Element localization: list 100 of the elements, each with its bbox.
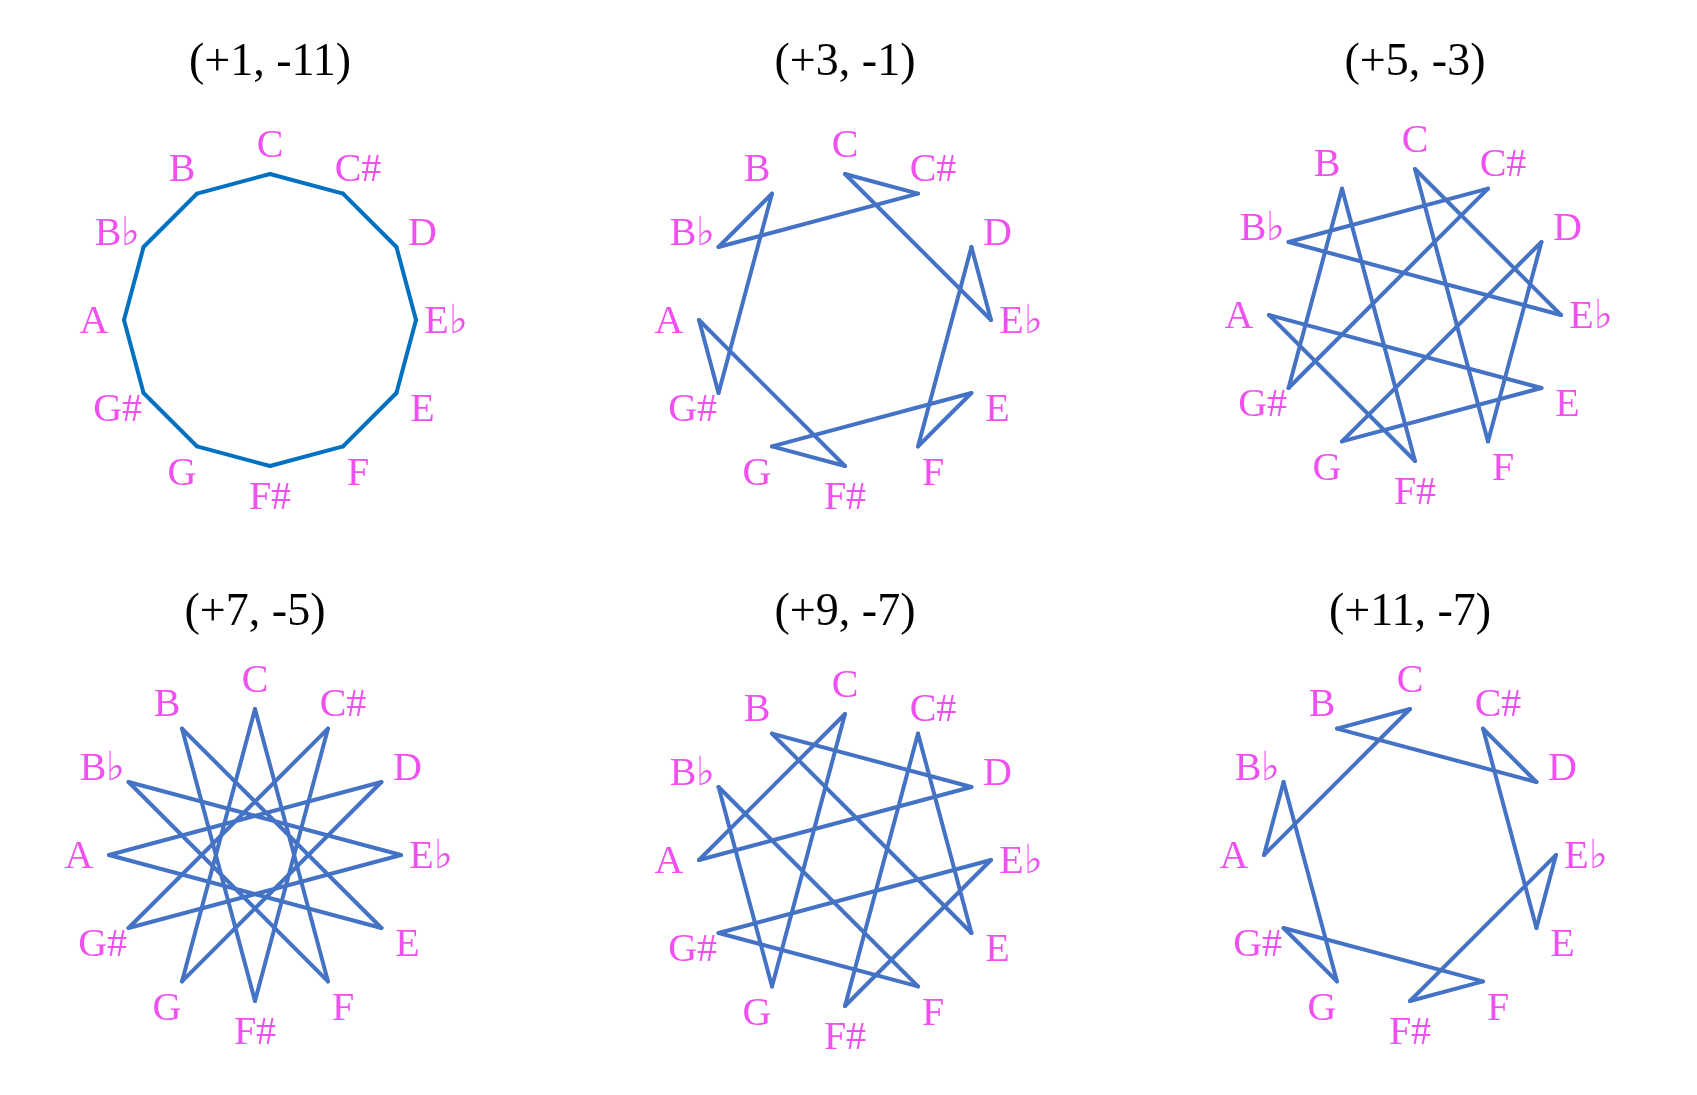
chord-line bbox=[394, 318, 418, 395]
note-label: C bbox=[1401, 119, 1429, 159]
note-label: G bbox=[167, 452, 197, 493]
chord-line bbox=[843, 731, 920, 1008]
note-label: F# bbox=[233, 1011, 277, 1051]
note-label: E♭ bbox=[409, 835, 453, 875]
note-label: A bbox=[654, 840, 684, 880]
note-label: B bbox=[1308, 682, 1336, 723]
chord-line bbox=[195, 172, 272, 196]
note-label: G bbox=[1307, 987, 1337, 1028]
note-label: E bbox=[395, 923, 420, 963]
chord-line bbox=[1262, 707, 1412, 857]
note-label: F# bbox=[823, 1016, 867, 1056]
note-label: G# bbox=[668, 388, 717, 428]
panel-title: (+11, -7) bbox=[1328, 587, 1492, 633]
chord-line bbox=[770, 391, 974, 449]
note-label: C bbox=[241, 659, 269, 699]
chord-line bbox=[195, 444, 272, 468]
chord-line bbox=[770, 444, 847, 468]
note-label: G# bbox=[1238, 383, 1287, 423]
note-label: F bbox=[1491, 447, 1515, 488]
note-label: D bbox=[982, 752, 1012, 792]
note-label: B bbox=[743, 147, 771, 188]
chord-line bbox=[122, 245, 146, 322]
chord-line bbox=[1335, 707, 1412, 731]
note-label: B♭ bbox=[1234, 747, 1281, 787]
note-label: B♭ bbox=[94, 212, 141, 252]
note-label: B bbox=[1313, 142, 1341, 183]
chord-line bbox=[341, 391, 399, 449]
chord-line bbox=[1481, 726, 1539, 930]
chord-line bbox=[1281, 780, 1339, 984]
note-label: E♭ bbox=[1569, 295, 1613, 335]
chord-line bbox=[1534, 853, 1558, 930]
note-label: D bbox=[982, 212, 1012, 252]
note-label: B bbox=[743, 687, 771, 728]
chord-line bbox=[268, 172, 345, 196]
note-label: G# bbox=[93, 388, 142, 428]
note-label: F# bbox=[1393, 471, 1437, 511]
note-label: G bbox=[742, 452, 772, 493]
panel-title: (+1, -11) bbox=[188, 37, 352, 83]
note-label: F# bbox=[248, 476, 292, 516]
note-label: B♭ bbox=[1239, 207, 1286, 247]
note-label: B♭ bbox=[669, 212, 716, 252]
note-label: C bbox=[831, 664, 859, 704]
note-label: C# bbox=[1474, 682, 1522, 723]
note-label: F bbox=[921, 452, 945, 493]
chord-line bbox=[141, 191, 199, 249]
note-label: E bbox=[985, 928, 1010, 968]
note-label: C bbox=[256, 124, 284, 164]
note-label: E bbox=[410, 388, 435, 428]
panel-title: (+9, -7) bbox=[774, 587, 916, 633]
chord-line bbox=[122, 318, 146, 395]
note-label: G# bbox=[78, 923, 127, 963]
note-label: C bbox=[831, 124, 859, 164]
chord-line bbox=[697, 318, 721, 395]
note-label: G bbox=[742, 992, 772, 1033]
note-label: E bbox=[1550, 923, 1575, 963]
chord-line bbox=[770, 712, 847, 989]
chord-line bbox=[1267, 313, 1544, 390]
note-label: F# bbox=[1388, 1011, 1432, 1051]
note-label: C# bbox=[1479, 142, 1527, 183]
note-label: B♭ bbox=[79, 747, 126, 787]
note-label: D bbox=[1552, 207, 1582, 247]
note-label: F bbox=[346, 452, 370, 493]
note-label: D bbox=[407, 212, 437, 252]
panel-title: (+7, -5) bbox=[184, 587, 326, 633]
note-label: C bbox=[1396, 659, 1424, 699]
note-label: A bbox=[654, 300, 684, 340]
note-label: D bbox=[392, 747, 422, 787]
note-label: G# bbox=[668, 928, 717, 968]
chord-line bbox=[341, 191, 399, 249]
chord-line bbox=[969, 245, 993, 322]
note-label: A bbox=[1219, 835, 1249, 875]
note-label: G bbox=[1312, 447, 1342, 488]
note-label: B♭ bbox=[669, 752, 716, 792]
note-label: G# bbox=[1233, 923, 1282, 963]
note-label: G bbox=[152, 987, 182, 1028]
note-label: E♭ bbox=[424, 300, 468, 340]
chord-line bbox=[394, 245, 418, 322]
note-label: F bbox=[921, 992, 945, 1033]
chord-line bbox=[716, 191, 920, 249]
panel-title: (+3, -1) bbox=[774, 37, 916, 83]
note-label: F bbox=[1486, 987, 1510, 1028]
note-label: E♭ bbox=[999, 840, 1043, 880]
chord-line bbox=[1413, 167, 1563, 317]
note-label: C# bbox=[334, 147, 382, 188]
note-label: A bbox=[1224, 295, 1254, 335]
note-label: D bbox=[1547, 747, 1577, 787]
note-label: E bbox=[985, 388, 1010, 428]
note-label: C# bbox=[909, 687, 957, 728]
note-label: B bbox=[153, 682, 181, 723]
chord-line bbox=[843, 172, 920, 196]
chord-line bbox=[268, 444, 345, 468]
note-label: A bbox=[64, 835, 94, 875]
chord-line bbox=[1286, 240, 1563, 317]
note-label: E♭ bbox=[1564, 835, 1608, 875]
note-label: F bbox=[331, 987, 355, 1028]
panel-title: (+5, -3) bbox=[1344, 37, 1486, 83]
note-label: A bbox=[79, 300, 109, 340]
note-label: C# bbox=[909, 147, 957, 188]
